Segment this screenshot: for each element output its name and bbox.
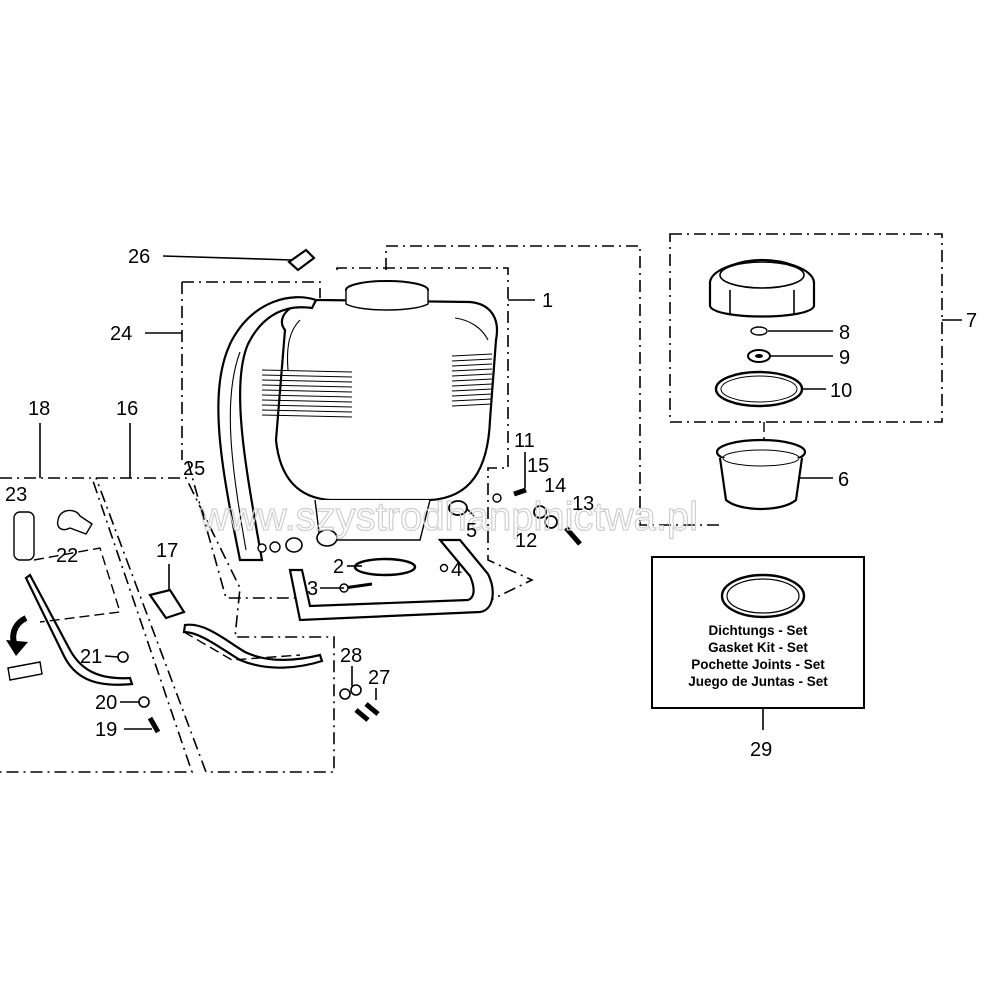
watermark: www.szystrodhanplnictwa.pl	[199, 495, 698, 539]
callout-26: 26	[128, 246, 150, 268]
callout-29: 29	[750, 739, 772, 761]
kit-label-en: Gasket Kit - Set	[708, 640, 808, 655]
callout-7: 7	[966, 310, 977, 332]
callout-21: 21	[80, 646, 102, 668]
callout-5: 5	[466, 520, 477, 542]
backrest	[217, 296, 318, 562]
callout-15: 15	[527, 455, 549, 477]
callout-12: 12	[515, 530, 537, 552]
callout-17: 17	[156, 540, 178, 562]
kit-label-fr: Pochette Joints - Set	[691, 657, 825, 672]
kit-label-es: Juego de Juntas - Set	[688, 674, 828, 689]
kit-label-de: Dichtungs - Set	[708, 623, 808, 638]
strainer	[715, 438, 807, 510]
callout-2: 2	[333, 556, 344, 578]
callouts: 26 24 1 7 8 9 10 6 18 16 25 11 15 14 13 …	[5, 246, 977, 761]
callout-11: 11	[514, 430, 535, 452]
callout-3: 3	[307, 578, 318, 600]
callout-25: 25	[183, 458, 205, 480]
callout-23: 23	[5, 484, 27, 506]
gasket-kit-box: Dichtungs - Set Gasket Kit - Set Pochett…	[651, 556, 865, 730]
leader-lines	[39, 255, 962, 730]
frame	[288, 538, 494, 622]
callout-16: 16	[116, 398, 138, 420]
callout-1: 1	[542, 290, 553, 312]
callout-10: 10	[830, 380, 852, 402]
callout-6: 6	[838, 469, 849, 491]
callout-13: 13	[572, 493, 594, 515]
lance-parts	[6, 509, 324, 686]
callout-24: 24	[110, 323, 132, 345]
callout-22: 22	[56, 545, 78, 567]
callout-4: 4	[451, 559, 462, 581]
callout-19: 19	[95, 719, 117, 741]
cap-assembly	[708, 258, 816, 408]
callout-27: 27	[368, 667, 390, 689]
callout-20: 20	[95, 692, 117, 714]
callout-8: 8	[839, 322, 850, 344]
callout-28: 28	[340, 645, 362, 667]
tank	[261, 280, 499, 541]
callout-18: 18	[28, 398, 50, 420]
callout-9: 9	[839, 347, 850, 369]
callout-14: 14	[544, 475, 566, 497]
